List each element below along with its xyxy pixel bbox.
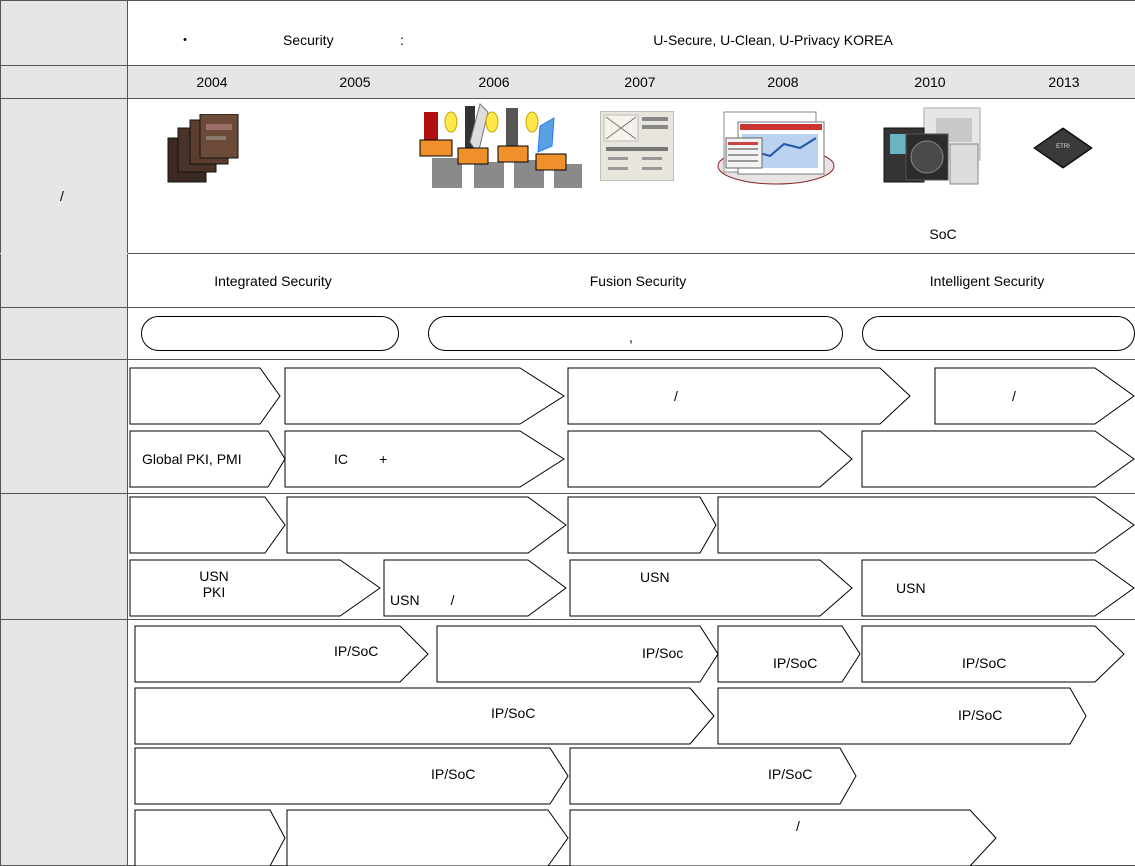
network-security-devices-icon	[418, 102, 584, 193]
stage-fusion: Fusion Security	[589, 273, 687, 289]
year-label: 2013	[1048, 74, 1080, 90]
roadmap-arrow	[436, 625, 719, 683]
year-label: 2005	[339, 74, 371, 90]
divider	[0, 98, 1135, 99]
arrow-label: Global PKI, PMI	[142, 451, 242, 467]
arrow-label: IC +	[334, 451, 388, 467]
year-label: 2010	[914, 74, 946, 90]
roadmap-arrow	[567, 430, 853, 488]
header-bullet: ・	[178, 32, 192, 48]
phase-pill-label: ,	[629, 329, 633, 345]
chip-devices-icon	[880, 104, 984, 193]
arrow-label: IP/SoC	[962, 655, 1007, 671]
divider	[0, 253, 1135, 254]
roadmap-arrow	[286, 496, 567, 554]
stage-intelligent: Intelligent Security	[929, 273, 1045, 289]
roadmap-arrow	[934, 367, 1135, 425]
border-top	[0, 0, 1135, 1]
arrow-label: IP/SoC	[431, 766, 476, 782]
roadmap-arrow	[134, 747, 569, 805]
year-header-row	[128, 66, 1135, 98]
phase-pill	[141, 316, 399, 351]
column-divider	[127, 0, 128, 866]
monitor-screens-icon	[716, 108, 844, 191]
border-left	[0, 0, 1, 866]
divider	[0, 307, 1135, 308]
arrow-label: IP/SoC	[773, 655, 818, 671]
roadmap-arrow	[284, 367, 565, 425]
arrow-label: IP/SoC	[491, 705, 536, 721]
roadmap-arrow	[717, 687, 1087, 745]
roadmap-arrow	[861, 625, 1125, 683]
roadmap-arrow	[129, 559, 381, 617]
arrow-label: USN PKI	[199, 568, 229, 600]
roadmap-arrow	[134, 625, 429, 683]
year-label: 2007	[624, 74, 656, 90]
arrow-label: USN /	[390, 592, 455, 608]
roadmap-arrow	[134, 687, 715, 745]
roadmap-arrow	[861, 559, 1135, 617]
year-label: 2004	[196, 74, 228, 90]
roadmap-arrow	[717, 496, 1135, 554]
divider	[0, 65, 1135, 66]
roadmap-arrow	[569, 747, 857, 805]
soc-chip-icon: ETRI	[1030, 124, 1096, 175]
roadmap-arrow	[569, 809, 997, 866]
roadmap-arrow	[129, 430, 286, 488]
stage-integrated: Integrated Security	[214, 273, 332, 289]
header-colon: :	[400, 32, 404, 48]
year-label: 2008	[767, 74, 799, 90]
left-header-column	[0, 0, 127, 866]
arrow-label: USN	[896, 580, 926, 596]
roadmap-arrow	[383, 559, 567, 617]
roadmap-arrow	[129, 367, 281, 425]
phase-pill: ,	[428, 316, 843, 351]
products-row-label: /	[60, 188, 64, 204]
roadmap-arrow	[861, 430, 1135, 488]
svg-text:ETRI: ETRI	[1056, 144, 1070, 150]
soc-label: SoC	[929, 226, 957, 242]
smartcard-stack-icon	[164, 113, 242, 187]
divider	[0, 493, 1135, 494]
arrow-label: IP/SoC	[768, 766, 813, 782]
divider	[0, 619, 1135, 620]
arrow-label: /	[674, 388, 678, 404]
roadmap-arrow	[129, 496, 286, 554]
roadmap-arrow	[569, 559, 853, 617]
arrow-label: /	[1012, 388, 1016, 404]
arrow-label: /	[796, 818, 800, 834]
roadmap-arrow	[567, 367, 911, 425]
roadmap-arrow	[567, 496, 717, 554]
arrow-label: IP/SoC	[334, 643, 379, 659]
document-form-icon	[599, 110, 675, 184]
arrow-label: IP/Soc	[642, 645, 684, 661]
year-label: 2006	[478, 74, 510, 90]
vision-title: U-Secure, U-Clean, U-Privacy KOREA	[653, 32, 893, 48]
roadmap-arrow	[284, 430, 565, 488]
arrow-label: USN	[640, 569, 670, 585]
roadmap-arrow	[286, 809, 569, 866]
roadmap-arrow	[134, 809, 286, 866]
divider	[0, 359, 1135, 360]
header-security: Security	[283, 32, 334, 48]
arrow-label: IP/SoC	[958, 707, 1003, 723]
roadmap-arrow	[717, 625, 861, 683]
